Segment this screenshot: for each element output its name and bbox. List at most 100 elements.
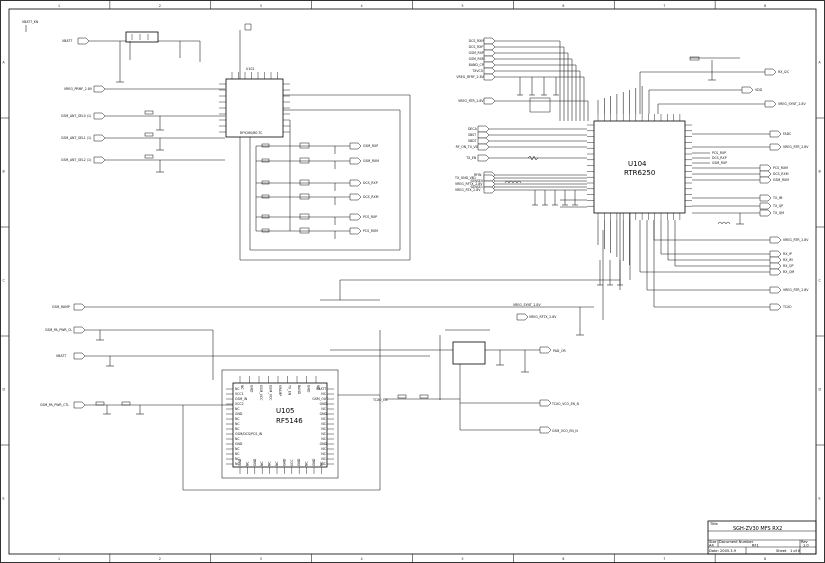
svg-text:RF9260/B0-TC: RF9260/B0-TC [240, 131, 263, 135]
doc-label: Document Number [719, 540, 754, 544]
u105-pin-right: GSM_OUT [312, 397, 328, 401]
u105-pin-top: NC [240, 385, 244, 390]
u105-pin-top: GSM_VCC [259, 385, 263, 401]
zone-row-left: C [3, 279, 6, 283]
u104-left-net-label: DECA [468, 127, 478, 131]
u104-left-net-label: GSM_RXP [469, 51, 484, 55]
zone-col-bottom: 4 [361, 557, 363, 561]
u105-pin-left: NC [235, 387, 240, 391]
u104-right-net-label: PCS_RXM [773, 166, 788, 170]
zone-col-bottom: 5 [461, 557, 463, 561]
net-gsm-ant-sel0: GSM_ANT_SEL0 (1) [61, 114, 91, 118]
u105-pin-left: GSM_IN [235, 397, 248, 401]
u104-left-net-label: DCS_RXP [469, 45, 484, 49]
u102-rx-outputs: GSM_RXPGSM_RXMDCS_RXPDCS_RXMPCS_RXPPCS_R… [255, 120, 379, 239]
zone-col-top: 3 [260, 4, 262, 8]
zone-row-right: C [819, 279, 822, 283]
u105-pin-right: NC [321, 457, 326, 461]
zone-row-right: D [819, 388, 822, 392]
rx-net-label: PCS_RXP [363, 215, 377, 219]
net-gsm-ramp: GSM_RAMP [52, 305, 70, 309]
zone-row-left: E [3, 497, 5, 501]
zone-col-top: 8 [764, 4, 766, 8]
u105-pin-right: NC [321, 407, 326, 411]
zone-row-right: E [819, 497, 821, 501]
u104-left-net-label: DCS_RXM [469, 39, 485, 43]
zone-col-top: 6 [562, 4, 564, 8]
zone-row-right: A [819, 61, 822, 65]
svg-text:U102: U102 [246, 67, 254, 71]
net-gsm-ant-sel2: GSM_ANT_SEL2 (1) [61, 158, 91, 162]
sheet-label: Sheet [776, 549, 787, 553]
u105-part: RF5146 [276, 417, 303, 425]
zone-col-bottom: 3 [260, 557, 262, 561]
u105-pin-top: TX_EN [288, 384, 292, 396]
u105-pin-top: GND [250, 385, 254, 393]
u104-right-net-label: VREG_SYNT_2.8V [778, 102, 806, 106]
zone-col-top: 4 [361, 4, 363, 8]
u104-right-net-label: VREG_RTR_2.8V [783, 238, 809, 242]
zone-col-bottom: 1 [58, 557, 60, 561]
u105-chip: U105 RF5146 NCVCC1GSM_INVCC2NCGNDNCNCNCG… [226, 376, 334, 474]
u105-pin-left: NC [235, 437, 240, 441]
u104-left-net-label: BAND_CP [469, 63, 484, 67]
u105-pin-bottom: NC [275, 461, 279, 466]
u105-pin-left: VCC1 [235, 392, 244, 396]
center-circuit: VREG_RFTX_2.8V VREG_SYNT_2.8V PAD_OR TCX… [320, 213, 631, 434]
net-vreg-rftx-center: VREG_RFTX_2.8V [529, 315, 557, 319]
u105-pin-top: VRAMP [278, 385, 282, 396]
u104-right-nets: RX_I2CVDDVREG_SYNT_2.8VFADCVREG_RTR_2.8V… [639, 56, 809, 311]
u104-right-net-label: GSM_RXP [712, 161, 727, 165]
u104-right-net-label: RX_QP [783, 264, 794, 268]
net-vreg-synt-center: VREG_SYNT_2.8V [513, 303, 541, 307]
u105-pin-right: GND [320, 402, 328, 406]
u104-right-net-label: RX_I2C [778, 70, 790, 74]
date-label: Date: [709, 549, 719, 553]
net-pad-or: PAD_OR [553, 349, 566, 353]
zone-col-top: 5 [461, 4, 463, 8]
u105-pin-bottom: NC [319, 461, 323, 466]
zone-row-left: B [3, 170, 5, 174]
u105-pin-left: GND [235, 442, 243, 446]
title-label-caption: Title [709, 522, 718, 526]
u104-right-net-label: VDD [755, 88, 763, 92]
u104-left-net-label: RF_ON_TX_VD [456, 145, 479, 149]
u105-pin-top: BAND [297, 385, 301, 395]
u105-pin-left: GSM/DCS/PCS_IN [235, 432, 263, 436]
sheet-value: 1 of 8 [790, 549, 801, 553]
rev-label: Rev [801, 540, 809, 544]
u105-pin-bottom: GND [253, 458, 257, 466]
u105-pin-top: GND [307, 385, 311, 393]
u105-pin-right: NC [321, 437, 326, 441]
u104-left-net-label: SBST [468, 133, 476, 137]
zone-col-bottom: 7 [663, 557, 665, 561]
u104-left-net-label: VREG_RFRF_2.8V [456, 75, 484, 79]
u105-pin-right: VBATT [316, 387, 326, 391]
u105-pin-bottom: NC [260, 461, 264, 466]
net-tcxo-vco: TCXO_VCO_EN_N [551, 402, 580, 406]
u104-part: RTR6250 [624, 169, 655, 177]
zone-col-bottom: 6 [562, 557, 564, 561]
u104-right-net-label: TX_IM [772, 196, 783, 200]
u104-right-net-label: VREG_RTR_2.8V [783, 145, 809, 149]
u105-pin-left: GND [235, 412, 243, 416]
tcxo-block [452, 341, 486, 365]
u104-left-net-label: VREG_RTR_2.8V [458, 99, 484, 103]
u104-left-net-label: TX_EN [465, 156, 477, 160]
title-block: Title SGH-ZV30 MFS RX2 Size A4 Document … [707, 520, 817, 555]
u105-pin-left: NC [235, 447, 240, 451]
net-gsm-ant-sel1: GSM_ANT_SEL1 (1) [61, 136, 91, 140]
net-vreg-prmf: VREG_PRMF_2.8V [64, 87, 93, 91]
u105-pin-left: NC [235, 462, 240, 466]
size-label: Size [709, 540, 717, 544]
u104-top-bus [517, 77, 643, 114]
u105-pin-bottom: GND [282, 458, 286, 466]
u104-left-net-label: TX_GND_VB1 [454, 176, 476, 180]
u105-pin-right: NC [321, 447, 326, 451]
u104-ref: U104 [628, 160, 647, 168]
zone-col-top: 7 [663, 4, 665, 8]
rx-net-label: GSM_RXP [363, 144, 378, 148]
u104-right-net-label: GSM_RXM [773, 178, 789, 182]
net-gsm-pa-pwr-ctl: GSM_PA_PWR_CTL [40, 403, 69, 407]
